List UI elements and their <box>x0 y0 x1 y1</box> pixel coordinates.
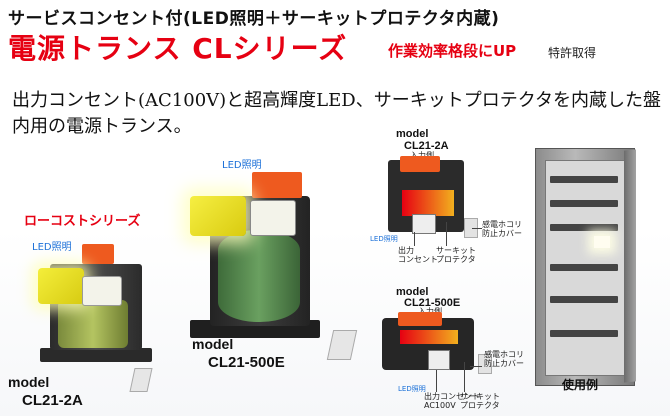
diagram-top-protector-label: サーキット プロテクタ <box>436 246 476 264</box>
diagram-bottom-terminal <box>398 312 442 326</box>
diagram-top-terminal <box>400 156 440 172</box>
diagram-bottom-cover <box>478 354 492 374</box>
top-title: サービスコンセント付(LED照明＋サーキットプロテクタ内蔵) <box>8 9 500 29</box>
model-name-center: CL21-500E <box>208 354 285 371</box>
diagram-bottom-input-label: 入力側 <box>418 306 442 317</box>
diagram-top-led-label: LED照明 <box>370 235 398 243</box>
diagram-top-cover-label: 感電ホコリ 防止カバー <box>482 220 522 238</box>
cover-left <box>129 368 153 392</box>
panel-row <box>550 264 618 271</box>
transformer-left-base <box>40 348 152 362</box>
panel-row <box>550 200 618 207</box>
transformer-left-led-unit <box>38 268 84 304</box>
diagram-top-outlet-label: 出力 コンセント <box>398 246 438 264</box>
diagram-top-input-label: 入力側 <box>410 150 434 161</box>
diagram-bottom-model-word: model <box>396 286 429 298</box>
panel-led-light <box>594 236 610 248</box>
transformer-center-led-unit <box>190 196 246 236</box>
led-label-left: LED照明 <box>32 242 72 253</box>
panel-row <box>550 224 618 231</box>
model-word-center: model <box>192 336 234 352</box>
patent-label: 特許取得 <box>548 46 597 60</box>
usage-example-label: 使用例 <box>562 378 599 392</box>
diagram-bottom-plate <box>400 330 458 344</box>
panel-row <box>550 176 618 183</box>
panel-row <box>550 330 618 337</box>
model-word-left: model <box>8 374 50 390</box>
product-title: 電源トランス CLシリーズ <box>8 32 348 65</box>
diagram-bottom-protector-label: サーキット プロテクタ <box>460 392 500 410</box>
diagram-top-outlet <box>412 214 436 234</box>
control-panel-door <box>624 149 636 383</box>
diagram-top-model-word: model <box>396 128 429 140</box>
transformer-center-outlet <box>250 200 296 236</box>
diagram-bottom-model-name: CL21-500E <box>404 297 461 309</box>
transformer-left-terminal <box>82 244 114 264</box>
transformer-center-coil <box>218 230 300 322</box>
panel-row <box>550 296 618 303</box>
tagline: 作業効率格段にUP <box>388 42 517 60</box>
transformer-left-coil <box>58 300 128 348</box>
transformer-center-terminal <box>252 172 302 198</box>
diagram-bottom-led-label: LED照明 <box>398 385 426 393</box>
diagram-bottom-cover-label: 感電ホコリ 防止カバー <box>484 350 524 368</box>
diagram-top-model-name: CL21-2A <box>404 140 449 152</box>
diagram-bottom-outlet-label: 出力コンセント AC100V <box>424 392 480 410</box>
cover-center <box>326 330 358 360</box>
lowcost-series-label: ローコストシリーズ <box>24 214 141 229</box>
transformer-left-outlet <box>82 276 122 306</box>
led-label-center: LED照明 <box>222 160 262 171</box>
description: 出力コンセント(AC100V)と超高輝度LED、サーキットプロテクタを内蔵した盤… <box>12 90 661 137</box>
model-name-left: CL21-2A <box>22 392 83 409</box>
diagram-top-plate <box>402 190 454 216</box>
diagram-bottom-outlet <box>428 350 450 370</box>
